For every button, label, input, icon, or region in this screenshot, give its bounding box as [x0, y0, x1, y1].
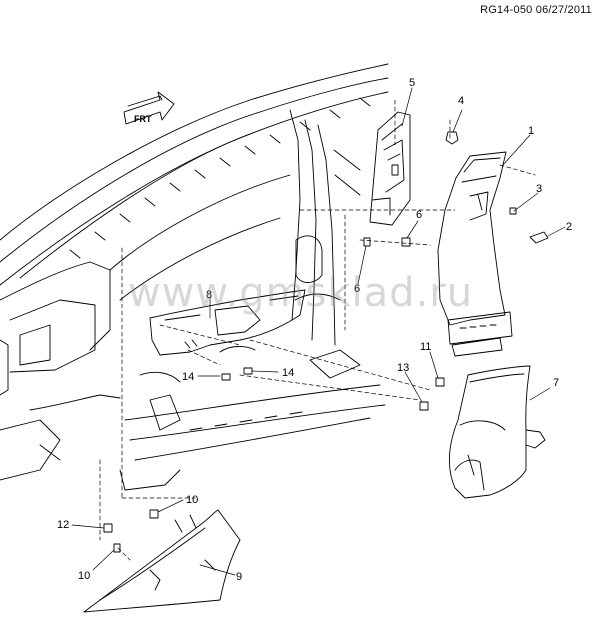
callout-13: 13 [397, 362, 409, 374]
dashed-guide-lines [99, 99, 536, 561]
part-9-kick-panel [83, 509, 241, 613]
part-5-upper-trim [369, 111, 411, 226]
callout-3: 3 [536, 183, 542, 195]
callout-6-lower: 6 [354, 283, 360, 295]
part-8-panel [149, 289, 306, 356]
callout-10-upper: 10 [186, 494, 198, 506]
callout-11: 11 [420, 341, 431, 353]
fasteners [103, 131, 549, 553]
callout-12: 12 [57, 519, 69, 531]
callout-1: 1 [528, 125, 534, 137]
part-1-b-pillar-trim [437, 151, 513, 357]
callout-14-left: 14 [182, 371, 194, 383]
callout-6-upper: 6 [416, 209, 422, 221]
callout-leaders [71, 87, 566, 576]
callout-8: 8 [206, 289, 212, 301]
callout-4: 4 [458, 95, 464, 107]
front-direction-arrow-icon [123, 91, 175, 125]
front-label: FRT [134, 114, 152, 124]
document-id: RG14-050 06/27/2011 [480, 4, 592, 16]
part-7-lower-trim [449, 365, 546, 499]
callout-2: 2 [566, 221, 572, 233]
callout-10-lower: 10 [78, 570, 90, 582]
body-side-structure [0, 63, 389, 491]
callout-14-right: 14 [282, 367, 294, 379]
callout-5: 5 [409, 77, 415, 89]
callout-9: 9 [236, 571, 242, 583]
callout-7: 7 [553, 377, 559, 389]
